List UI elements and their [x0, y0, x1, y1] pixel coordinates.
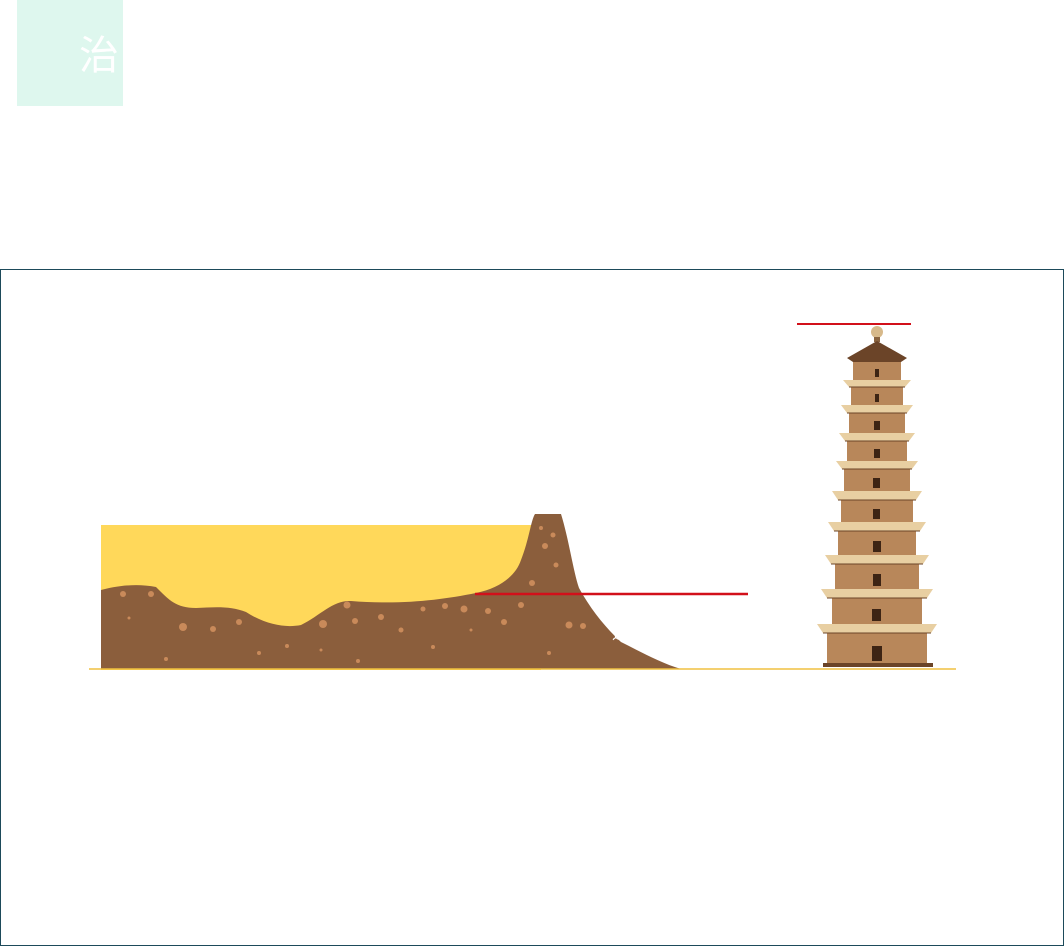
title-character: 治 — [79, 33, 119, 79]
pagoda-icon — [817, 326, 937, 667]
soil-texture — [120, 526, 586, 663]
riverbed-soil — [101, 514, 681, 669]
river-pagoda-diagram — [89, 323, 956, 670]
title-badge: 治 — [17, 0, 123, 106]
dam-label: 逸 — [612, 624, 629, 643]
diagram-frame: 逸 — [0, 269, 1064, 946]
